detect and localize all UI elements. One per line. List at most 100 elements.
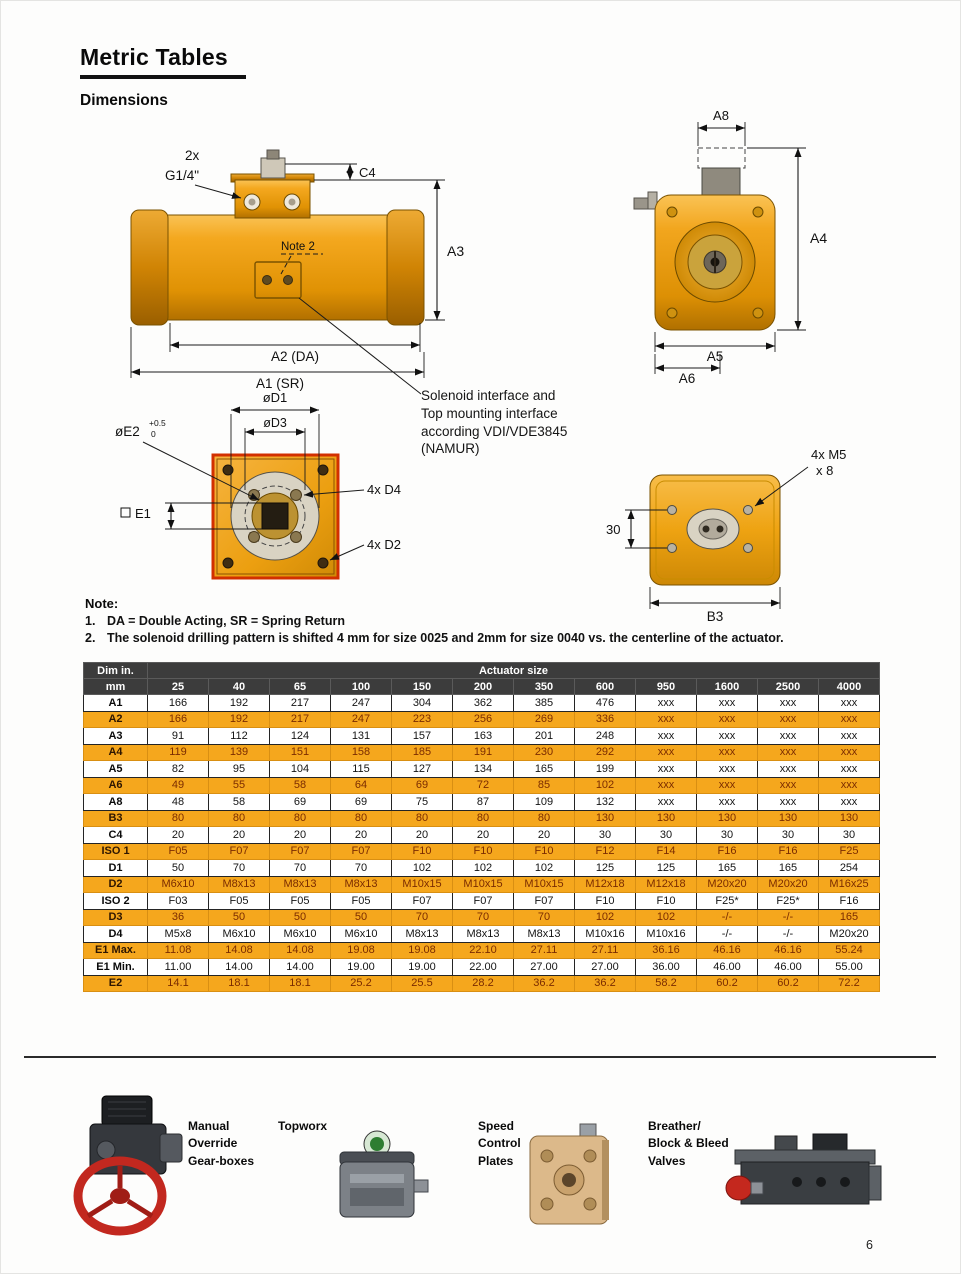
m5-callout: 4x M5 x 8 [754, 447, 846, 507]
dimension-value-cell: 95 [208, 760, 270, 778]
gearbox-output [159, 1133, 183, 1163]
dimension-value-cell: 50 [330, 908, 392, 926]
dimension-value-cell: 55.24 [818, 941, 880, 959]
dimension-value-cell: 304 [391, 694, 453, 712]
dimension-value-cell: 22.00 [452, 958, 514, 976]
dimension-value-cell: M8x13 [452, 925, 514, 943]
a3-label: A3 [447, 243, 464, 259]
top-fitting [260, 157, 286, 179]
dimension-value-cell: 254 [818, 859, 880, 877]
dimension-value-cell: xxx [818, 710, 880, 728]
dimension-value-cell: 130 [635, 809, 697, 827]
e2-tolerance-lower: 0 [151, 429, 156, 439]
dimension-value-cell: M10x15 [513, 875, 575, 893]
dimension-value-cell: 46.00 [696, 958, 758, 976]
dimension-value-cell: 217 [269, 694, 331, 712]
dimension-value-cell: M8x13 [513, 925, 575, 943]
dimension-value-cell: 109 [513, 793, 575, 811]
dimension-value-cell: 157 [391, 727, 453, 745]
dimension-value-cell: 19.08 [330, 941, 392, 959]
dimension-value-cell: 130 [818, 809, 880, 827]
dimension-value-cell: 124 [269, 727, 331, 745]
dimension-row-label: D3 [83, 908, 148, 926]
dimension-row-label: C4 [83, 826, 148, 844]
dimension-value-cell: 69 [269, 793, 331, 811]
right-end-cap [386, 209, 425, 326]
dimension-value-cell: xxx [818, 694, 880, 712]
dimension-value-cell: M20x20 [818, 925, 880, 943]
dimension-row-label: ISO 1 [83, 842, 148, 860]
m5-screw-hole [743, 543, 753, 553]
dimension-value-cell: 58 [269, 776, 331, 794]
dimension-value-cell: F16 [696, 842, 758, 860]
topworx-image [339, 1130, 429, 1218]
note-item-1: 1.DA = Double Acting, SR = Spring Return [85, 614, 905, 628]
dimension-value-cell: 27.00 [574, 958, 636, 976]
dimension-value-cell: 55 [208, 776, 270, 794]
dimension-row-label: B3 [83, 809, 148, 827]
dimension-value-cell: M8x13 [208, 875, 270, 893]
dimension-value-cell: F25 [818, 842, 880, 860]
dimension-value-cell: F07 [330, 842, 392, 860]
dimension-value-cell: 125 [574, 859, 636, 877]
section-subtitle: Dimensions [80, 92, 168, 109]
actuator-side-body [130, 149, 425, 326]
dimension-value-cell: 19.00 [391, 958, 453, 976]
unit-header-cell: mm [83, 678, 148, 695]
dimension-value-cell: 36.2 [574, 974, 636, 992]
a6-dimension: A6 [654, 354, 721, 385]
dimension-value-cell: xxx [696, 710, 758, 728]
dimension-value-cell: 18.1 [269, 974, 331, 992]
dimension-value-cell: 19.00 [330, 958, 392, 976]
dimension-row-label: A6 [83, 776, 148, 794]
dimension-value-cell: 20 [513, 826, 575, 844]
note2-label: Note 2 [281, 241, 315, 253]
actuator-end-body [633, 147, 776, 331]
dimension-value-cell: 130 [696, 809, 758, 827]
d1-dimension: øD1 [230, 390, 320, 508]
dimension-value-cell: 230 [513, 743, 575, 761]
size-column-header: 1600 [696, 678, 758, 695]
dimension-value-cell: 20 [208, 826, 270, 844]
dimension-row-label: ISO 2 [83, 892, 148, 910]
dimension-value-cell: 58 [208, 793, 270, 811]
dimension-value-cell: 217 [269, 710, 331, 728]
dimension-value-cell: 192 [208, 710, 270, 728]
corner-bolt [666, 206, 678, 218]
dimension-value-cell: M12x18 [635, 875, 697, 893]
dimension-value-cell: xxx [757, 776, 819, 794]
dimension-value-cell: -/- [696, 925, 758, 943]
dimension-value-cell: 127 [391, 760, 453, 778]
corner-bolt [752, 206, 764, 218]
dimension-value-cell: 58.2 [635, 974, 697, 992]
dimension-value-cell: 119 [147, 743, 209, 761]
d4-bolt-hole [290, 489, 302, 501]
size-column-header: 2500 [757, 678, 819, 695]
dimension-row-label: E2 [83, 974, 148, 992]
dimension-value-cell: xxx [818, 743, 880, 761]
size-column-header: 25 [147, 678, 209, 695]
size-column-header: 350 [513, 678, 575, 695]
dimension-value-cell: 362 [452, 694, 514, 712]
d4-bolt-hole [248, 531, 260, 543]
dimension-value-cell: F05 [147, 842, 209, 860]
dimension-value-cell: 166 [147, 710, 209, 728]
dimension-row-label: D4 [83, 925, 148, 943]
m5-screw-hole [667, 543, 677, 553]
port-size-label: G1/4" [165, 168, 199, 183]
valve-top-block [812, 1133, 848, 1153]
size-column-header: 65 [269, 678, 331, 695]
dimension-value-cell: M6x10 [147, 875, 209, 893]
dimension-value-cell: 85 [513, 776, 575, 794]
b3-label: B3 [707, 609, 724, 624]
d2-corner-hole [222, 464, 234, 476]
dimension-value-cell: 130 [757, 809, 819, 827]
